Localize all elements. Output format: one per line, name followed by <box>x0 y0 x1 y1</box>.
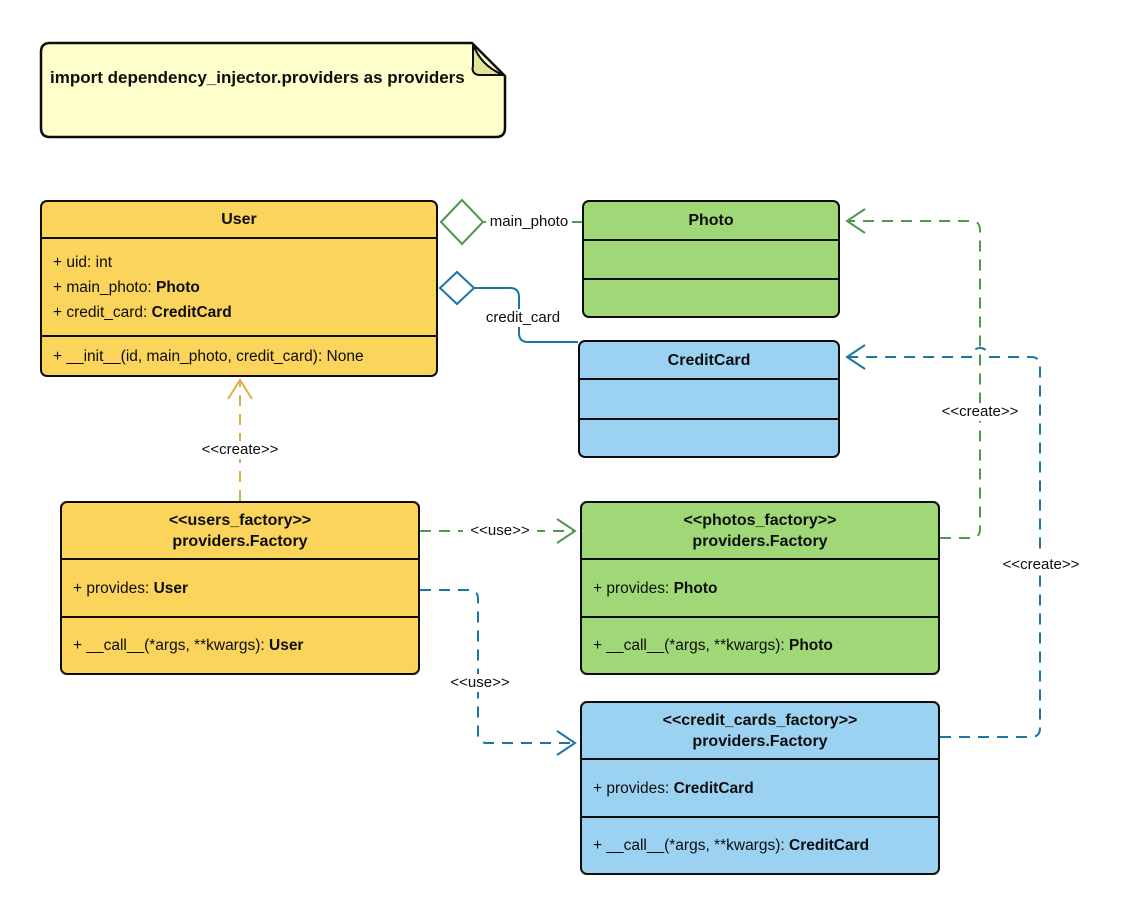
attribute-line: + uid: int <box>53 253 113 271</box>
method-line: + __call__(*args, **kwargs): Photo <box>593 637 833 654</box>
edge-label-credit-card: credit_card <box>474 309 572 327</box>
attributes-compartment <box>584 239 838 278</box>
connector-create-photo[interactable] <box>845 208 981 539</box>
class-title: <<credit_cards_factory>> providers.Facto… <box>582 703 938 758</box>
class-title: CreditCard <box>580 342 838 378</box>
methods-compartment <box>580 418 838 456</box>
aggregation-diamond-icon <box>439 198 485 246</box>
methods-compartment: + __call__(*args, **kwargs): CreditCard <box>582 816 938 873</box>
edge-label-main-photo: main_photo <box>486 213 572 231</box>
connector-aggregation-credit-card[interactable] <box>438 270 578 343</box>
class-stereotype: <<users_factory>> <box>168 511 312 529</box>
connector-use-credit-cards-factory[interactable] <box>420 589 577 756</box>
class-credit-card[interactable]: CreditCard <box>578 340 840 458</box>
method-line: + __call__(*args, **kwargs): User <box>73 637 304 654</box>
attributes-compartment <box>580 378 838 418</box>
attributes-compartment: + provides: User <box>62 558 418 616</box>
class-title: <<photos_factory>> providers.Factory <box>582 503 938 558</box>
open-arrowhead-icon <box>227 378 253 400</box>
edge-label-create-photo: <<create>> <box>930 403 1030 421</box>
class-title-text: Photo <box>688 212 734 229</box>
open-arrowhead-icon <box>556 518 577 544</box>
class-users-factory[interactable]: <<users_factory>> providers.Factory + pr… <box>60 501 420 675</box>
class-title-text: CreditCard <box>667 351 751 369</box>
attributes-compartment: + provides: CreditCard <box>582 758 938 816</box>
method-line: + __init__(id, main_photo, credit_card):… <box>53 347 364 365</box>
methods-compartment <box>584 278 838 316</box>
open-arrowhead-icon <box>556 730 577 756</box>
class-title: Photo <box>584 202 838 239</box>
open-arrowhead-icon <box>845 344 866 370</box>
class-stereotype: <<credit_cards_factory>> <box>662 711 858 729</box>
edge-path <box>848 220 981 539</box>
attributes-compartment: + provides: Photo <box>582 558 938 616</box>
class-title-text: providers.Factory <box>692 532 828 550</box>
attribute-line: + provides: User <box>73 579 189 597</box>
attribute-line: + provides: CreditCard <box>593 779 754 797</box>
edge-path <box>420 589 572 744</box>
methods-compartment: + __call__(*args, **kwargs): Photo <box>582 616 938 673</box>
methods-compartment: + __call__(*args, **kwargs): User <box>62 616 418 673</box>
note-shape <box>39 41 507 139</box>
attribute-line: + provides: Photo <box>593 579 718 597</box>
attribute-line: + credit_card: CreditCard <box>53 303 232 321</box>
note-body <box>39 41 507 139</box>
aggregation-diamond-icon <box>438 270 476 306</box>
edge-label-use-photos: <<use>> <box>463 522 537 540</box>
edge-label-create-user: <<create>> <box>190 441 290 459</box>
edge-label-use-credit-cards: <<use>> <box>443 674 517 692</box>
note-fold-corner <box>471 43 504 76</box>
edge-label-create-credit-card: <<create>> <box>991 556 1091 574</box>
class-title: <<users_factory>> providers.Factory <box>62 503 418 558</box>
note-import-statement[interactable]: import dependency_injector.providers as … <box>50 68 465 87</box>
methods-compartment: + __init__(id, main_photo, credit_card):… <box>42 335 436 375</box>
class-credit-cards-factory[interactable]: <<credit_cards_factory>> providers.Facto… <box>580 701 940 875</box>
attribute-line: + main_photo: Photo <box>53 278 200 296</box>
method-line: + __call__(*args, **kwargs): CreditCard <box>593 837 870 854</box>
class-photos-factory[interactable]: <<photos_factory>> providers.Factory + p… <box>580 501 940 675</box>
class-title-text: providers.Factory <box>172 532 308 550</box>
class-stereotype: <<photos_factory>> <box>683 511 837 529</box>
attributes-compartment: + uid: int + main_photo: Photo + credit_… <box>42 237 436 335</box>
class-title-text: User <box>221 211 257 228</box>
open-arrowhead-icon <box>845 208 866 234</box>
class-user[interactable]: User + uid: int + main_photo: Photo + cr… <box>40 200 438 377</box>
class-title: User <box>42 202 436 237</box>
class-photo[interactable]: Photo <box>582 200 840 318</box>
class-title-text: providers.Factory <box>692 732 828 750</box>
